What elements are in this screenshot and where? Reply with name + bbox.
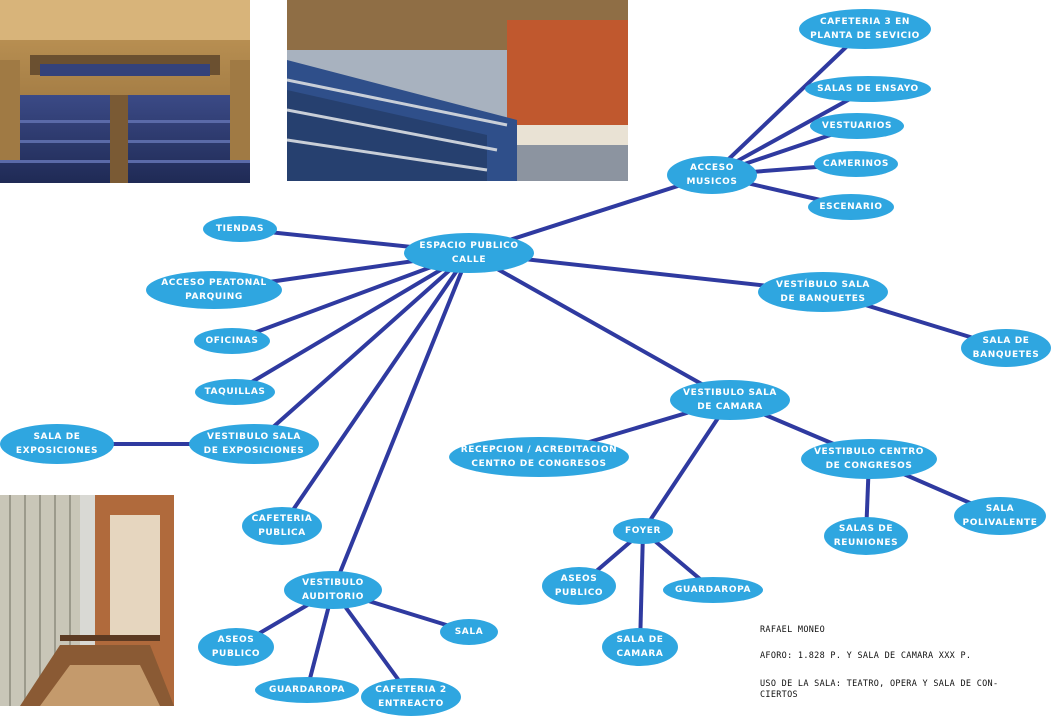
node-oficinas: OFICINAS <box>194 328 270 354</box>
node-salas-reuniones: SALAS DE REUNIONES <box>824 517 908 555</box>
node-guardaropa-auditorio: GUARDAROPA <box>255 677 359 703</box>
aforo-note: AFORO: 1.828 P. Y SALA DE CAMARA XXX P. <box>760 651 972 661</box>
node-cafeteria-publica: CAFETERIA PUBLICA <box>242 507 322 545</box>
node-guardaropa-foyer: GUARDAROPA <box>663 577 763 603</box>
node-camerinos: CAMERINOS <box>814 151 898 177</box>
node-aseos-foyer: ASEOS PUBLICO <box>542 567 616 605</box>
node-taquillas: TAQUILLAS <box>195 379 275 405</box>
architect-note: RAFAEL MONEO <box>760 625 826 635</box>
uso-note: USO DE LA SALA: TEATRO, OPERA Y SALA DE … <box>760 679 999 700</box>
auditorium-photo-2 <box>287 0 628 181</box>
link-vest_cam-foyer <box>641 398 732 533</box>
node-vestibulo-auditorio: VESTIBULO AUDITORIO <box>284 571 382 609</box>
node-foyer: FOYER <box>613 518 673 544</box>
node-escenario: ESCENARIO <box>808 194 894 220</box>
node-sala: SALA <box>440 619 498 645</box>
link-espacio-vest_expo <box>252 251 471 446</box>
lobby-photo <box>0 495 174 706</box>
node-sala-polivalente: SALA POLIVALENTE <box>954 497 1046 535</box>
node-vestibulo-banquetes: VESTÍBULO SALA DE BANQUETES <box>758 272 888 312</box>
link-espacio-vest_cam <box>468 251 731 402</box>
node-recepcion: RECEPCION / ACREDITACION CENTRO DE CONGR… <box>449 437 629 477</box>
node-acceso-musicos: ACCESO MUSICOS <box>667 156 757 194</box>
node-sala-exposiciones: SALA DE EXPOSICIONES <box>0 424 114 464</box>
link-espacio-taquillas <box>233 251 471 394</box>
node-espacio-publico-calle: ESPACIO PUBLICO CALLE <box>404 233 534 273</box>
node-acceso-peatonal: ACCESO PEATONAL PARQUING <box>146 271 282 309</box>
node-sala-camara: SALA DE CAMARA <box>602 628 678 666</box>
auditorium-photo-1 <box>0 0 250 183</box>
node-vestibulo-exposiciones: VESTIBULO SALA DE EXPOSICIONES <box>189 424 319 464</box>
link-espacio-caf_publica <box>280 251 471 528</box>
node-vestibulo-congresos: VESTIBULO CENTRO DE CONGRESOS <box>801 439 937 479</box>
node-vestibulo-camara: VESTIBULO SALA DE CAMARA <box>670 380 790 420</box>
node-sala-banquetes: SALA DE BANQUETES <box>961 329 1051 367</box>
node-tiendas: TIENDAS <box>203 216 277 242</box>
link-espacio-vest_aud <box>331 252 471 591</box>
node-salas-de-ensayo: SALAS DE ENSAYO <box>805 76 931 102</box>
node-cafeteria-3: CAFETERIA 3 EN PLANTA DE SEVICIO <box>799 9 931 49</box>
node-aseos-auditorio: ASEOS PUBLICO <box>198 628 274 666</box>
node-vestuarios: VESTUARIOS <box>810 113 904 139</box>
node-cafeteria-2: CAFETERIA 2 ENTREACTO <box>361 678 461 716</box>
